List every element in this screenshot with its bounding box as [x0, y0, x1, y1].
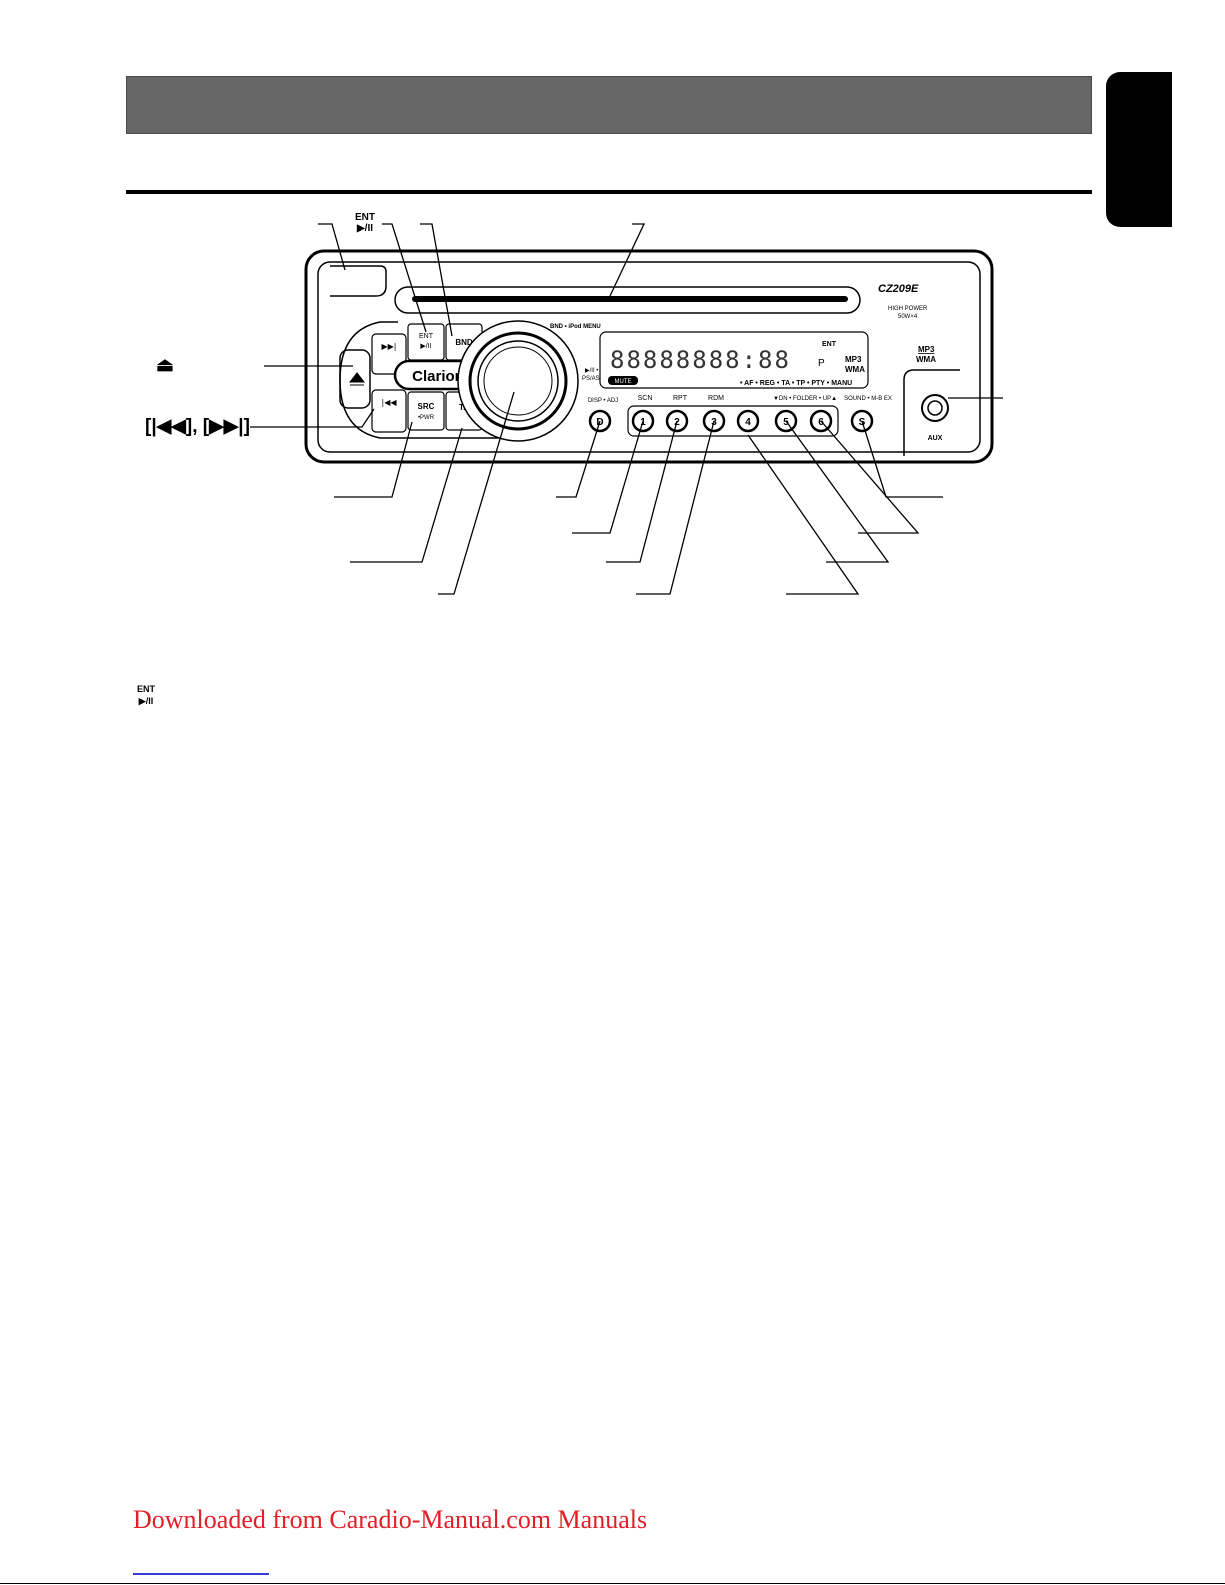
section-rule	[126, 190, 1092, 194]
mute-indicator	[608, 376, 638, 385]
eject-key-icon	[348, 372, 366, 386]
next-track-key	[371, 333, 407, 375]
radio-button-label: 5	[783, 417, 789, 428]
src-key	[407, 391, 445, 431]
callout-ent-line2: ▶/II	[356, 223, 374, 234]
knob-bezel	[457, 320, 579, 442]
callout-skip-icons: [|◀◀], [▶▶|]	[145, 416, 250, 437]
display-wma: WMA	[845, 365, 865, 374]
lcd-display	[599, 331, 869, 389]
aux-panel	[903, 369, 960, 456]
faceplate-inner	[317, 261, 981, 453]
display-p: P	[818, 358, 825, 369]
sound-label: SOUND • M-B EX	[844, 396, 892, 402]
preset-button-bar	[627, 405, 839, 437]
rotary-knob	[477, 340, 559, 422]
play-ps-label: ▶/II •	[585, 368, 598, 374]
disp-adj-label: DISP • ADJ	[588, 398, 618, 404]
mute-indicator-text: MUTE	[615, 379, 632, 385]
rpt-label: RPT	[673, 395, 688, 402]
folder-label: ▼DN • FOLDER • UP▲	[773, 396, 837, 402]
badge-mp3: MP3	[918, 345, 935, 354]
src-key-label2: •PWR	[418, 415, 435, 421]
bnd-menu-label: BND • iPod MENU	[550, 324, 601, 330]
radio-button-label: 4	[745, 417, 751, 428]
ent-key	[407, 323, 445, 361]
radio-button-4[interactable]: 4	[736, 409, 760, 433]
language-tab	[1106, 72, 1172, 227]
eject-key	[339, 349, 371, 409]
aux-jack	[921, 394, 949, 422]
page-bottom-rule	[0, 1583, 1225, 1584]
ps-as-label: PS/AS	[582, 376, 600, 382]
callout-ent-line1: ENT	[355, 212, 375, 223]
note-ent-line2: ▶/II	[138, 696, 154, 706]
ent-key-label2: ▶/II	[420, 343, 431, 350]
knob-ring	[468, 331, 568, 431]
disc-slot-opening	[412, 296, 848, 302]
knob-center	[483, 346, 553, 416]
rdm-label: RDM	[708, 395, 724, 402]
ent-key-label1: ENT	[419, 333, 434, 340]
model-name: CZ209E	[878, 283, 919, 295]
disc-slot	[394, 286, 861, 314]
next-track-icon: ▶▶|	[382, 342, 397, 351]
display-indicators: • AF • REG • TA • TP • PTY • MANU	[740, 380, 852, 387]
display-segments: 88888888:88	[610, 346, 791, 374]
note-ent-line1: ENT	[137, 684, 155, 694]
display-mp3: MP3	[845, 355, 862, 364]
source-link-underline	[133, 1573, 269, 1575]
leader-lines	[250, 223, 1003, 595]
release-button	[330, 265, 387, 297]
brand-text: Clarion	[412, 368, 464, 385]
radio-button-label: 6	[818, 417, 824, 428]
section-title-bar	[126, 76, 1092, 134]
badge-wma: WMA	[916, 355, 936, 364]
prev-track-icon: |◀◀	[382, 398, 398, 407]
callout-eject-icon: ⏏	[156, 355, 174, 376]
scn-label: SCN	[638, 395, 653, 402]
aux-label: AUX	[928, 435, 943, 442]
radio-faceplate-diagram: ▶▶| |◀◀ Clarion ENT ▶/II BND SRC •PWR TA…	[250, 223, 1003, 595]
aux-jack-inner	[927, 400, 943, 416]
src-key-label1: SRC	[418, 402, 435, 411]
display-ent: ENT	[822, 341, 837, 348]
bnd-key-label: BND	[455, 338, 473, 347]
power-line1: HIGH POWER	[888, 306, 928, 312]
source-link[interactable]: Downloaded from Caradio-Manual.com Manua…	[133, 1505, 648, 1534]
power-line2: 50W×4	[898, 314, 918, 320]
